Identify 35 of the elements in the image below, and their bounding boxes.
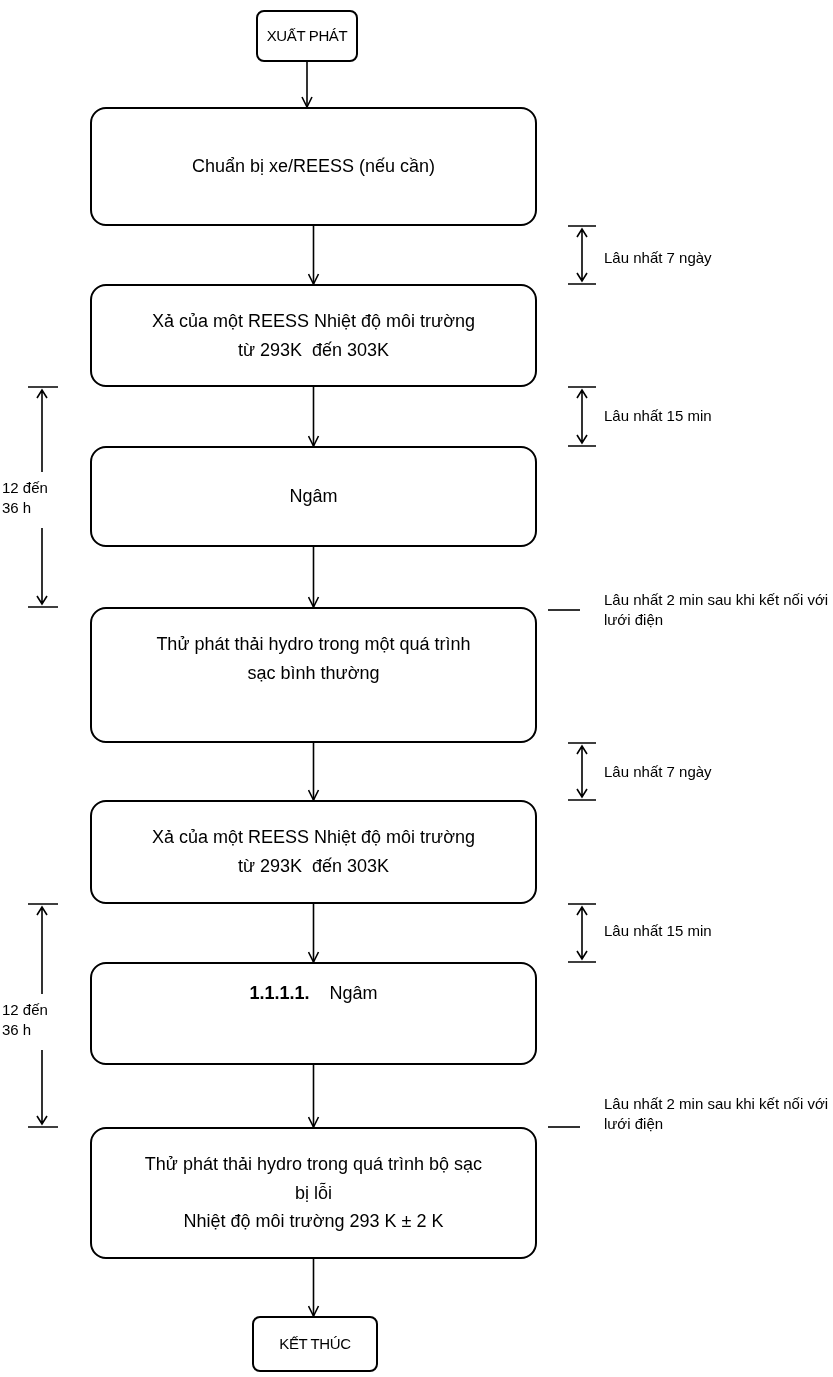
time-limit-label: Lâu nhất 7 ngày [604, 762, 713, 782]
box-text: Chuẩn bị xe/REESS (nếu cần) [191, 155, 436, 179]
process-box [90, 1127, 537, 1259]
time-limit-label: Lâu nhất 7 ngày [604, 248, 713, 268]
box-text: XUẤT PHÁT [266, 25, 348, 46]
box-text: Thử phát thải hydro trong quá trình bộ sạc bị lỗi [143, 1152, 484, 1205]
process-box [90, 107, 537, 226]
box-text: Xả của một REESS Nhiệt độ môi trường từ 293K đến 303K [151, 826, 476, 878]
duration-label: 12 đến 36 h [2, 1000, 49, 1041]
box-text: Nhiệt độ môi trường 293 K ± 2 K [183, 1210, 444, 1234]
time-limit-label: Lâu nhất 15 min [604, 406, 713, 426]
box-text: Ngâm [289, 485, 338, 509]
process-box [90, 446, 537, 547]
process-box [90, 284, 537, 387]
time-limit-label: Lâu nhất 2 min sau khi kết nối với lưới điện [604, 590, 829, 631]
arrow [307, 903, 320, 963]
process-box [90, 607, 537, 743]
box-text: Thử phát thải hydro trong một quá trình sạc bình thường [155, 633, 472, 685]
arrow [307, 1258, 320, 1317]
terminal-box [252, 1316, 378, 1372]
box-text: Xả của một REESS Nhiệt độ môi trường từ 293K đến 303K [151, 309, 476, 362]
arrow [307, 1064, 320, 1128]
arrow [307, 386, 320, 447]
duration-label: 12 đến 36 h [2, 478, 49, 519]
time-limit-label: Lâu nhất 2 min sau khi kết nối với lưới điện [604, 1094, 829, 1135]
process-box [90, 800, 537, 904]
time-limit-label: Lâu nhất 15 min [604, 921, 713, 941]
arrow [307, 546, 320, 608]
arrow [307, 225, 320, 285]
terminal-box [256, 10, 358, 62]
process-box [90, 962, 537, 1065]
box-text: KẾT THÚC [279, 1333, 351, 1354]
arrow [307, 742, 320, 801]
box-text: 1.1.1.1. Ngâm [249, 982, 378, 1006]
arrow [301, 61, 313, 108]
